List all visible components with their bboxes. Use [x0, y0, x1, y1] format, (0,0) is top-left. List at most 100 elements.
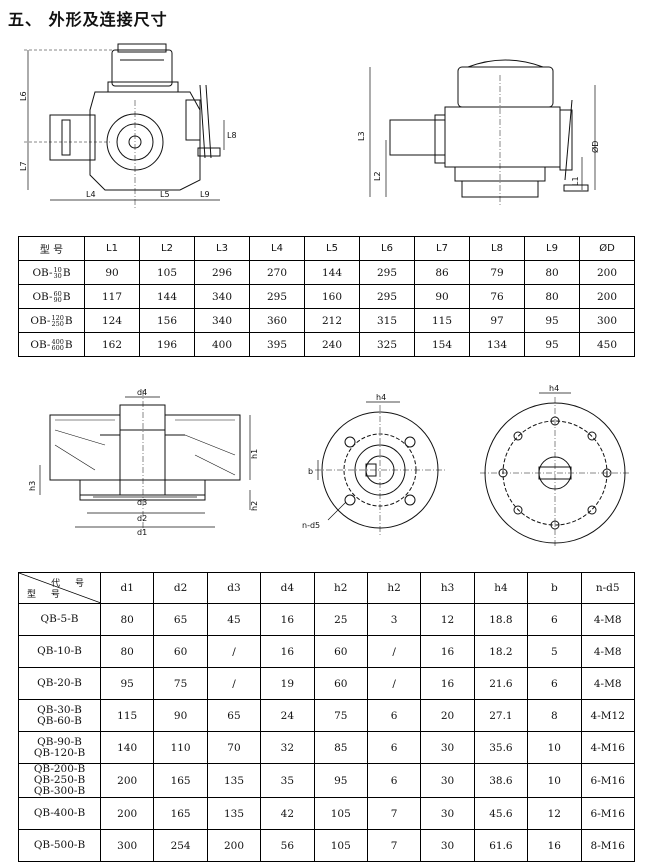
value-cell: 212	[304, 308, 360, 333]
corner-code-label: 代 号	[51, 579, 90, 589]
header-cell: ØD	[579, 236, 635, 261]
value-cell: 80	[99, 635, 155, 668]
value-cell: 340	[194, 308, 250, 333]
value-cell: 61.6	[473, 829, 529, 862]
model-cell: QB-5-B	[18, 603, 101, 636]
value-cell: 90	[153, 699, 208, 732]
model-cell: QB-20-B	[18, 667, 101, 700]
value-cell: 45.6	[473, 797, 529, 830]
value-cell: 200	[206, 829, 262, 862]
value-cell: 18.8	[473, 603, 529, 636]
model-name: QB-200-B	[33, 763, 86, 775]
value-cell: 240	[304, 332, 360, 357]
label-h1: h1	[250, 449, 259, 459]
value-cell: 105	[313, 797, 368, 830]
header-cell: L5	[304, 236, 360, 261]
label-l5: L5	[160, 190, 170, 199]
value-cell: 134	[469, 332, 525, 357]
value-cell: 4-M16	[580, 731, 635, 764]
value-cell: 97	[469, 308, 525, 333]
corner-type-label: 型 号	[27, 590, 66, 600]
value-cell: 16	[260, 603, 315, 636]
value-cell: 79	[469, 260, 525, 285]
value-cell: 35.6	[473, 731, 529, 764]
front-view-drawing: L6 L7 L8 L4 L5 L9	[20, 43, 237, 210]
value-cell: 80	[99, 603, 155, 636]
value-cell: 70	[206, 731, 262, 764]
header-cell: h3	[420, 572, 475, 604]
value-cell: 19	[260, 667, 315, 700]
value-cell: 295	[359, 284, 415, 309]
value-cell: 30	[420, 797, 475, 830]
value-cell: 450	[579, 332, 635, 357]
value-cell: 80	[524, 284, 580, 309]
value-cell: 38.6	[473, 763, 529, 798]
value-cell: 400	[194, 332, 250, 357]
value-cell: 5	[527, 635, 582, 668]
model-name: QB-30-B	[37, 703, 82, 716]
value-cell: 10	[527, 731, 582, 764]
header-cell: L8	[469, 236, 525, 261]
value-cell: 325	[359, 332, 415, 357]
value-cell: 200	[99, 763, 155, 798]
value-cell: 140	[99, 731, 155, 764]
value-cell: 165	[153, 797, 208, 830]
table-header-row: 型 号 L1 L2 L3 L4 L5 L6 L7 L8 L9 ØD	[18, 236, 635, 261]
value-cell: 76	[469, 284, 525, 309]
value-cell: 27.1	[473, 699, 529, 732]
value-cell: 295	[249, 284, 305, 309]
value-cell: 105	[139, 260, 195, 285]
value-cell: 12	[527, 797, 582, 830]
value-cell: 395	[249, 332, 305, 357]
label-l9: L9	[200, 190, 210, 199]
value-cell: 56	[260, 829, 315, 862]
label-l6: L6	[20, 91, 28, 101]
header-cell: L4	[249, 236, 305, 261]
value-cell: 24	[260, 699, 315, 732]
connection-table: 代 号 型 号 d1 d2 d3 d4 h2 h2 h3 h4 b n-d5 Q…	[18, 572, 635, 862]
value-cell: 30	[420, 731, 475, 764]
model-name: QB-500-B	[33, 839, 86, 851]
header-cell: L1	[84, 236, 140, 261]
table-header-row: 代 号 型 号 d1 d2 d3 d4 h2 h2 h3 h4 b n-d5	[18, 572, 635, 604]
model-name: QB-400-B	[33, 807, 86, 819]
value-cell: 85	[313, 731, 368, 764]
model-name: QB-90-B	[37, 735, 82, 748]
flange-8-hole-drawing: h4	[480, 385, 630, 547]
value-cell: 315	[359, 308, 415, 333]
value-cell: 135	[206, 763, 262, 798]
value-cell: 105	[313, 829, 368, 862]
value-cell: 144	[139, 284, 195, 309]
value-cell: 115	[414, 308, 470, 333]
value-cell: 20	[420, 699, 475, 732]
value-cell: 45	[206, 603, 262, 636]
value-cell: 95	[99, 667, 155, 700]
value-cell: 95	[313, 763, 368, 798]
header-cell: 型 号	[18, 236, 85, 261]
value-cell: 254	[153, 829, 208, 862]
label-l1: L1	[571, 176, 580, 186]
label-n-d5: n-d5	[302, 521, 320, 530]
label-h4: h4	[376, 393, 386, 402]
value-cell: 200	[99, 797, 155, 830]
header-cell: d4	[260, 572, 315, 604]
model-cell: QB-400-B	[18, 797, 101, 830]
value-cell: 110	[153, 731, 208, 764]
value-cell: 6	[527, 603, 582, 636]
model-name: QB-250-B	[33, 774, 86, 786]
value-cell: 300	[579, 308, 635, 333]
value-cell: 6	[366, 731, 422, 764]
value-cell: 296	[194, 260, 250, 285]
value-cell: 90	[414, 284, 470, 309]
